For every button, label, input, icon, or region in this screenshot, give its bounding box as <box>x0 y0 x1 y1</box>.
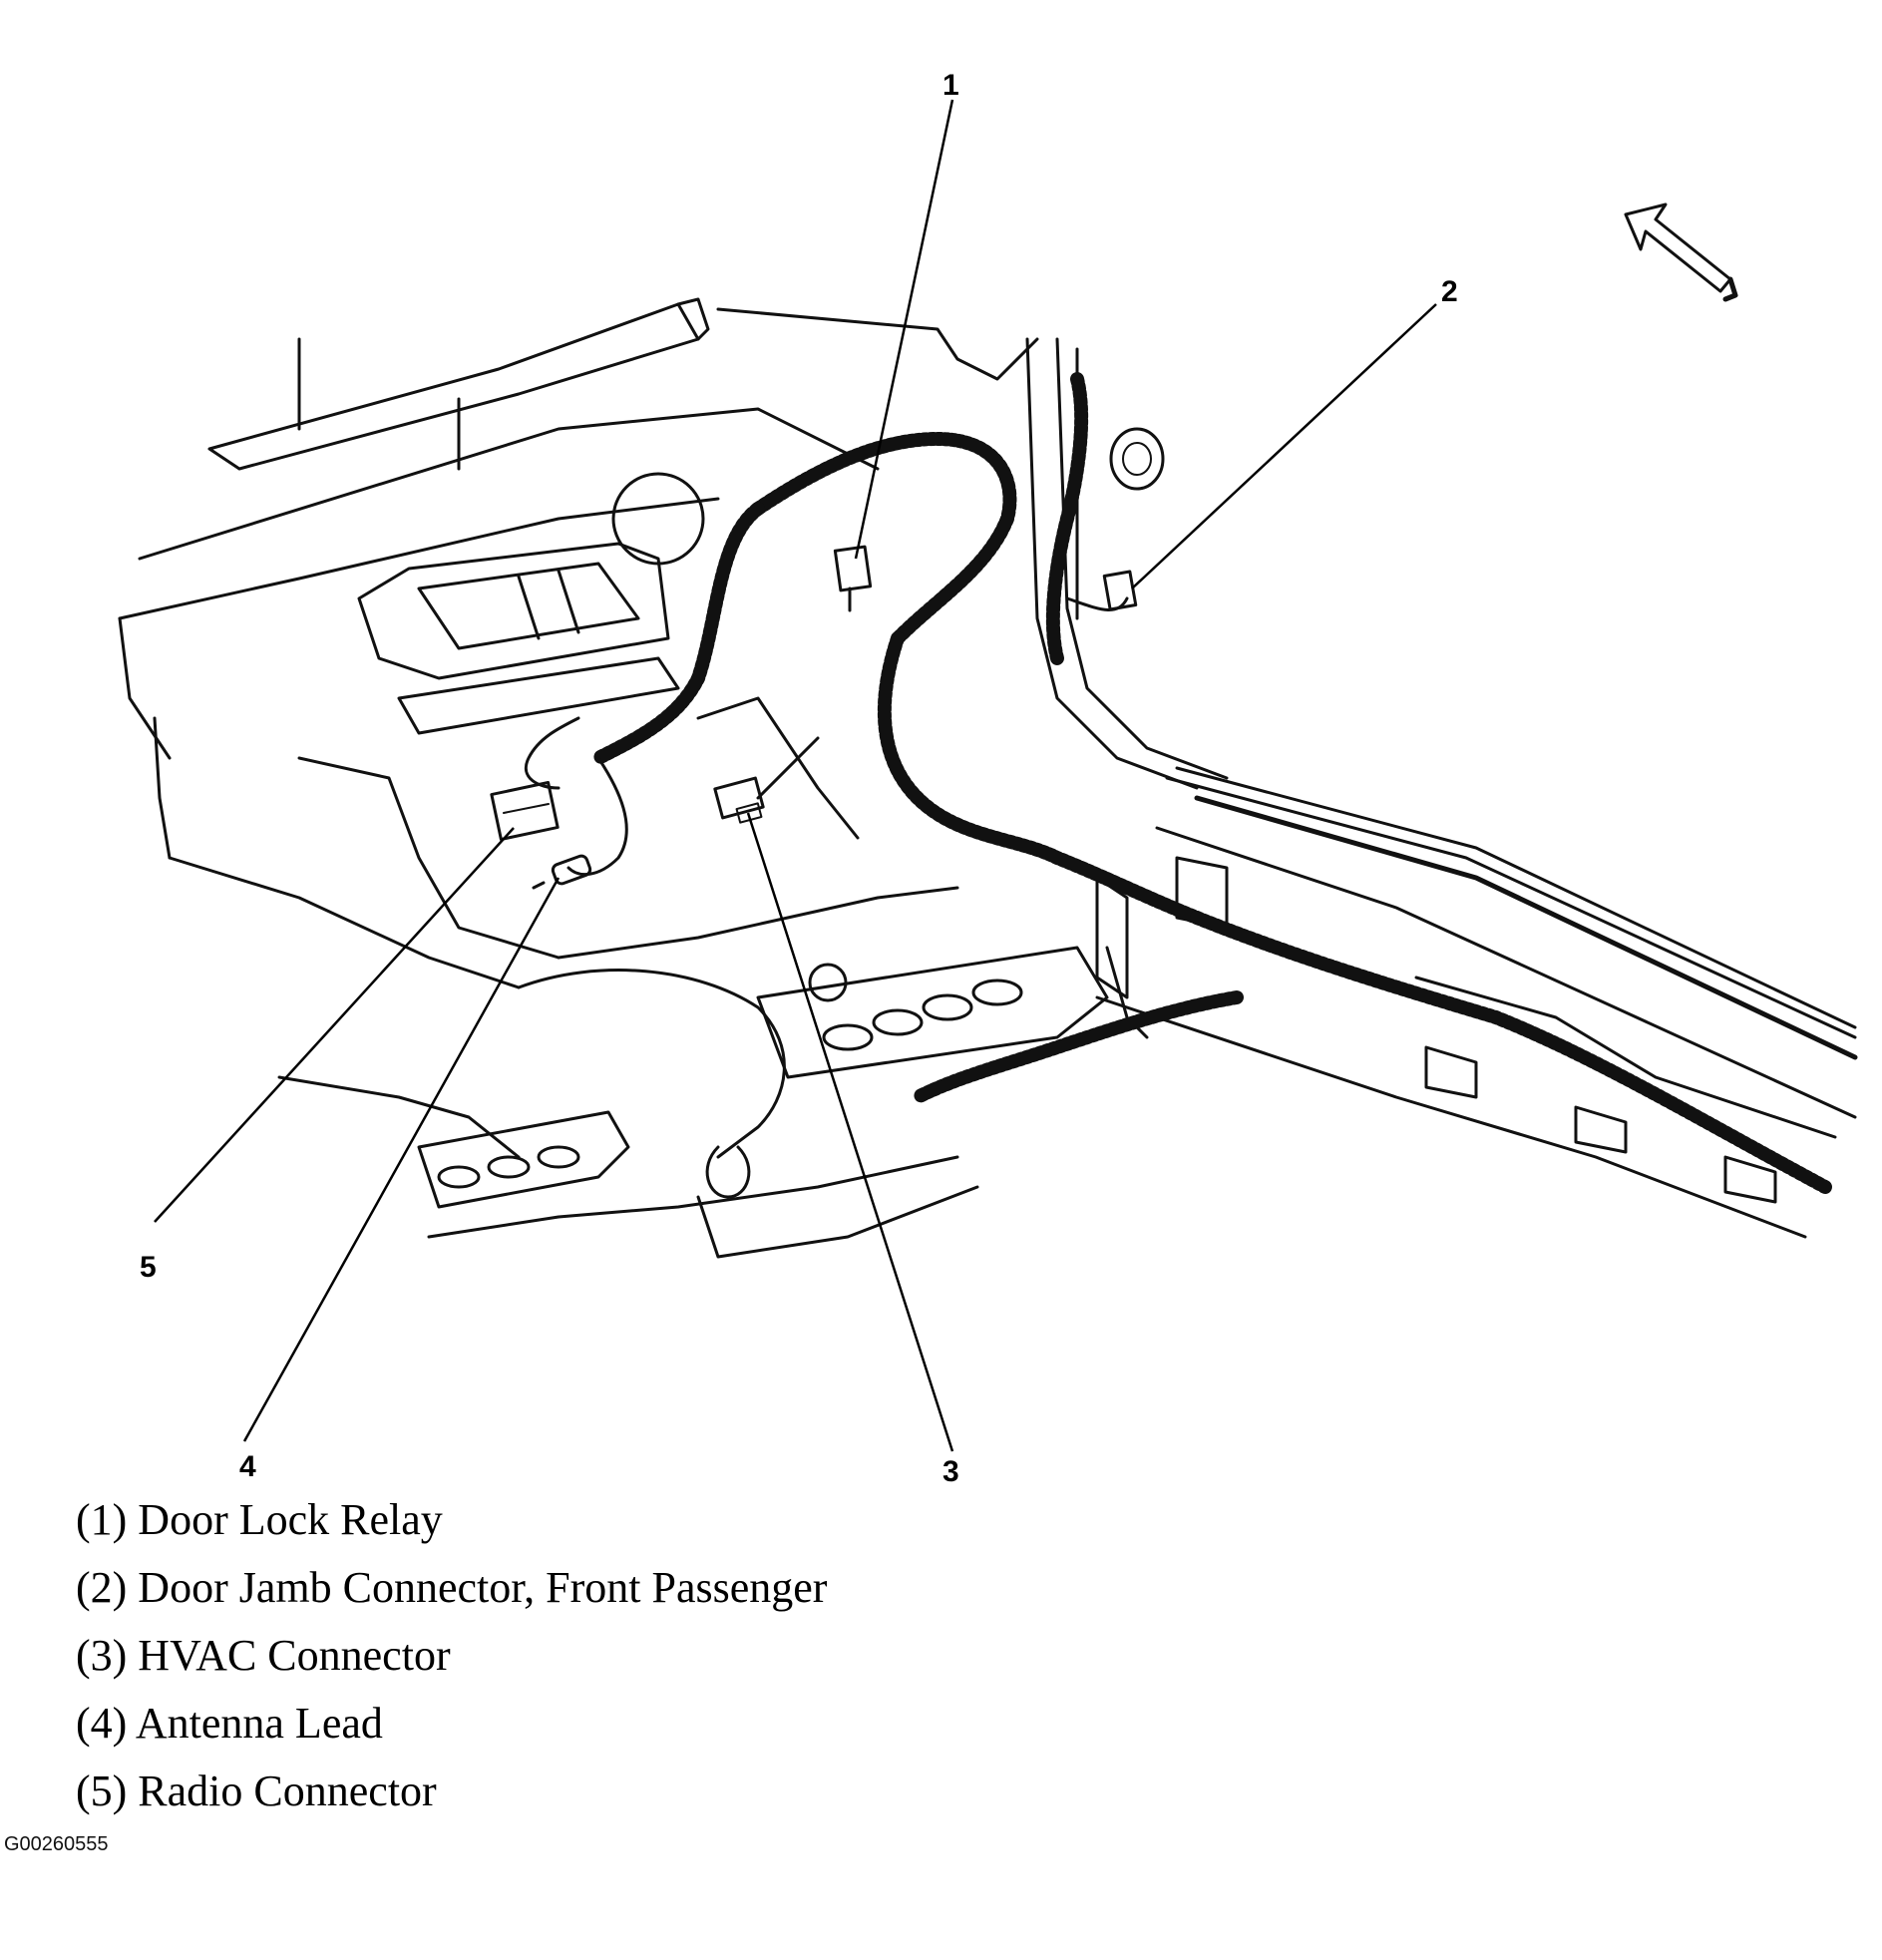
legend-item-hvac-connector: (3) HVAC Connector <box>76 1631 451 1680</box>
sill-clip-3 <box>1574 1105 1628 1154</box>
plenum-panel <box>716 307 1039 381</box>
rocker-lower-edge <box>1155 826 1857 1119</box>
legend-item-antenna-lead: (4) Antenna Lead <box>76 1699 383 1748</box>
crossmember-hole-3 <box>922 993 973 1021</box>
rear-crossmember-hole-3 <box>537 1145 580 1169</box>
door-jamb-pigtail <box>1065 596 1129 612</box>
cowl-top-edge <box>207 302 700 471</box>
crossmember-hole-1 <box>822 1023 874 1051</box>
tunnel-left-side <box>297 756 561 960</box>
rocker-upper-lip <box>1175 766 1857 1029</box>
door-lock-relay-part <box>833 545 873 612</box>
door-jamb-connector-part <box>1102 570 1138 611</box>
antenna-cable <box>566 756 628 877</box>
cowl-lip <box>676 297 710 341</box>
legend-item-door-jamb-connector: (2) Door Jamb Connector, Front Passenger <box>76 1563 828 1612</box>
component-location-illustration: 1 2 3 4 5 <box>118 69 1858 1488</box>
callout-legend: (1) Door Lock Relay (2) Door Jamb Connec… <box>76 1486 827 1825</box>
crossmember-bolt <box>808 963 848 1002</box>
floor-left-panel <box>168 856 521 989</box>
tunnel-rear-hump <box>517 969 786 1159</box>
tunnel-front-face <box>696 696 860 840</box>
floor-right-edge <box>1095 995 1807 1239</box>
leader-3 <box>746 812 954 1452</box>
leader-1 <box>854 99 954 560</box>
radio-face <box>417 562 640 650</box>
rear-crossmember-hole-2 <box>487 1155 531 1179</box>
radio-pigtail <box>524 716 580 790</box>
callout-number-5: 5 <box>140 1251 157 1284</box>
leader-2 <box>1131 303 1437 589</box>
crossmember-hole-4 <box>971 979 1023 1006</box>
leader-4 <box>242 877 561 1442</box>
floor-left-lower <box>277 1075 521 1159</box>
vent-ring <box>611 472 705 566</box>
radio-housing <box>357 542 670 680</box>
harness-grommet-inner <box>1122 442 1152 476</box>
rear-crossmember-hole-1 <box>437 1165 481 1189</box>
callout-number-4: 4 <box>239 1450 256 1483</box>
dash-front-face <box>118 616 172 760</box>
callout-number-2: 2 <box>1441 275 1458 308</box>
floor-rear-step <box>696 1185 979 1259</box>
sill-harness <box>1190 911 1832 1194</box>
main-harness-dash <box>751 432 1017 645</box>
rear-crossmember <box>417 1110 630 1209</box>
rocker-seam <box>1194 795 1858 1060</box>
callout-leaders <box>154 99 1437 1452</box>
tunnel-top <box>557 886 959 960</box>
floor-harness <box>911 990 1244 1104</box>
legend-item-door-lock-relay: (1) Door Lock Relay <box>76 1495 443 1544</box>
a-pillar-outer <box>1025 337 1199 790</box>
tunnel-loop-tab <box>705 1145 751 1199</box>
hvac-connector-part <box>713 776 765 824</box>
radio-face-slot-2 <box>557 569 580 634</box>
sill-clip-4 <box>1723 1155 1777 1204</box>
forward-direction-arrow-icon <box>1624 202 1738 302</box>
kick-harness <box>1045 372 1089 665</box>
dash-upper-surface <box>138 407 880 561</box>
main-harness-down-left <box>591 502 765 765</box>
sill-trim-panel <box>1414 976 1837 1139</box>
kick-bracket <box>1095 876 1129 999</box>
hvac-pigtail <box>756 736 820 800</box>
dash-lower-edge <box>118 497 720 620</box>
sill-clip-2 <box>1424 1045 1478 1099</box>
harness-grommet <box>1109 427 1165 491</box>
radio-face-slot-1 <box>517 575 541 640</box>
main-harness-body <box>877 631 1204 925</box>
antenna-lead-plug-part <box>532 854 592 890</box>
callout-number-1: 1 <box>942 69 959 102</box>
callout-number-3: 3 <box>942 1455 959 1488</box>
legend-item-radio-connector: (5) Radio Connector <box>76 1766 437 1815</box>
crossmember-hole-2 <box>872 1008 924 1036</box>
front-crossmember <box>756 946 1109 1079</box>
vehicle-body-line-art <box>118 202 1858 1259</box>
dash-left-bracket <box>153 716 172 860</box>
figure-id: G00260555 <box>4 1833 109 1855</box>
leader-5 <box>154 827 515 1223</box>
radio-connector-part <box>490 780 560 842</box>
callout-numbers: 1 2 3 4 5 <box>140 69 1458 1488</box>
rocker-outer-edge <box>1165 776 1857 1039</box>
radio-bracket <box>397 656 680 735</box>
